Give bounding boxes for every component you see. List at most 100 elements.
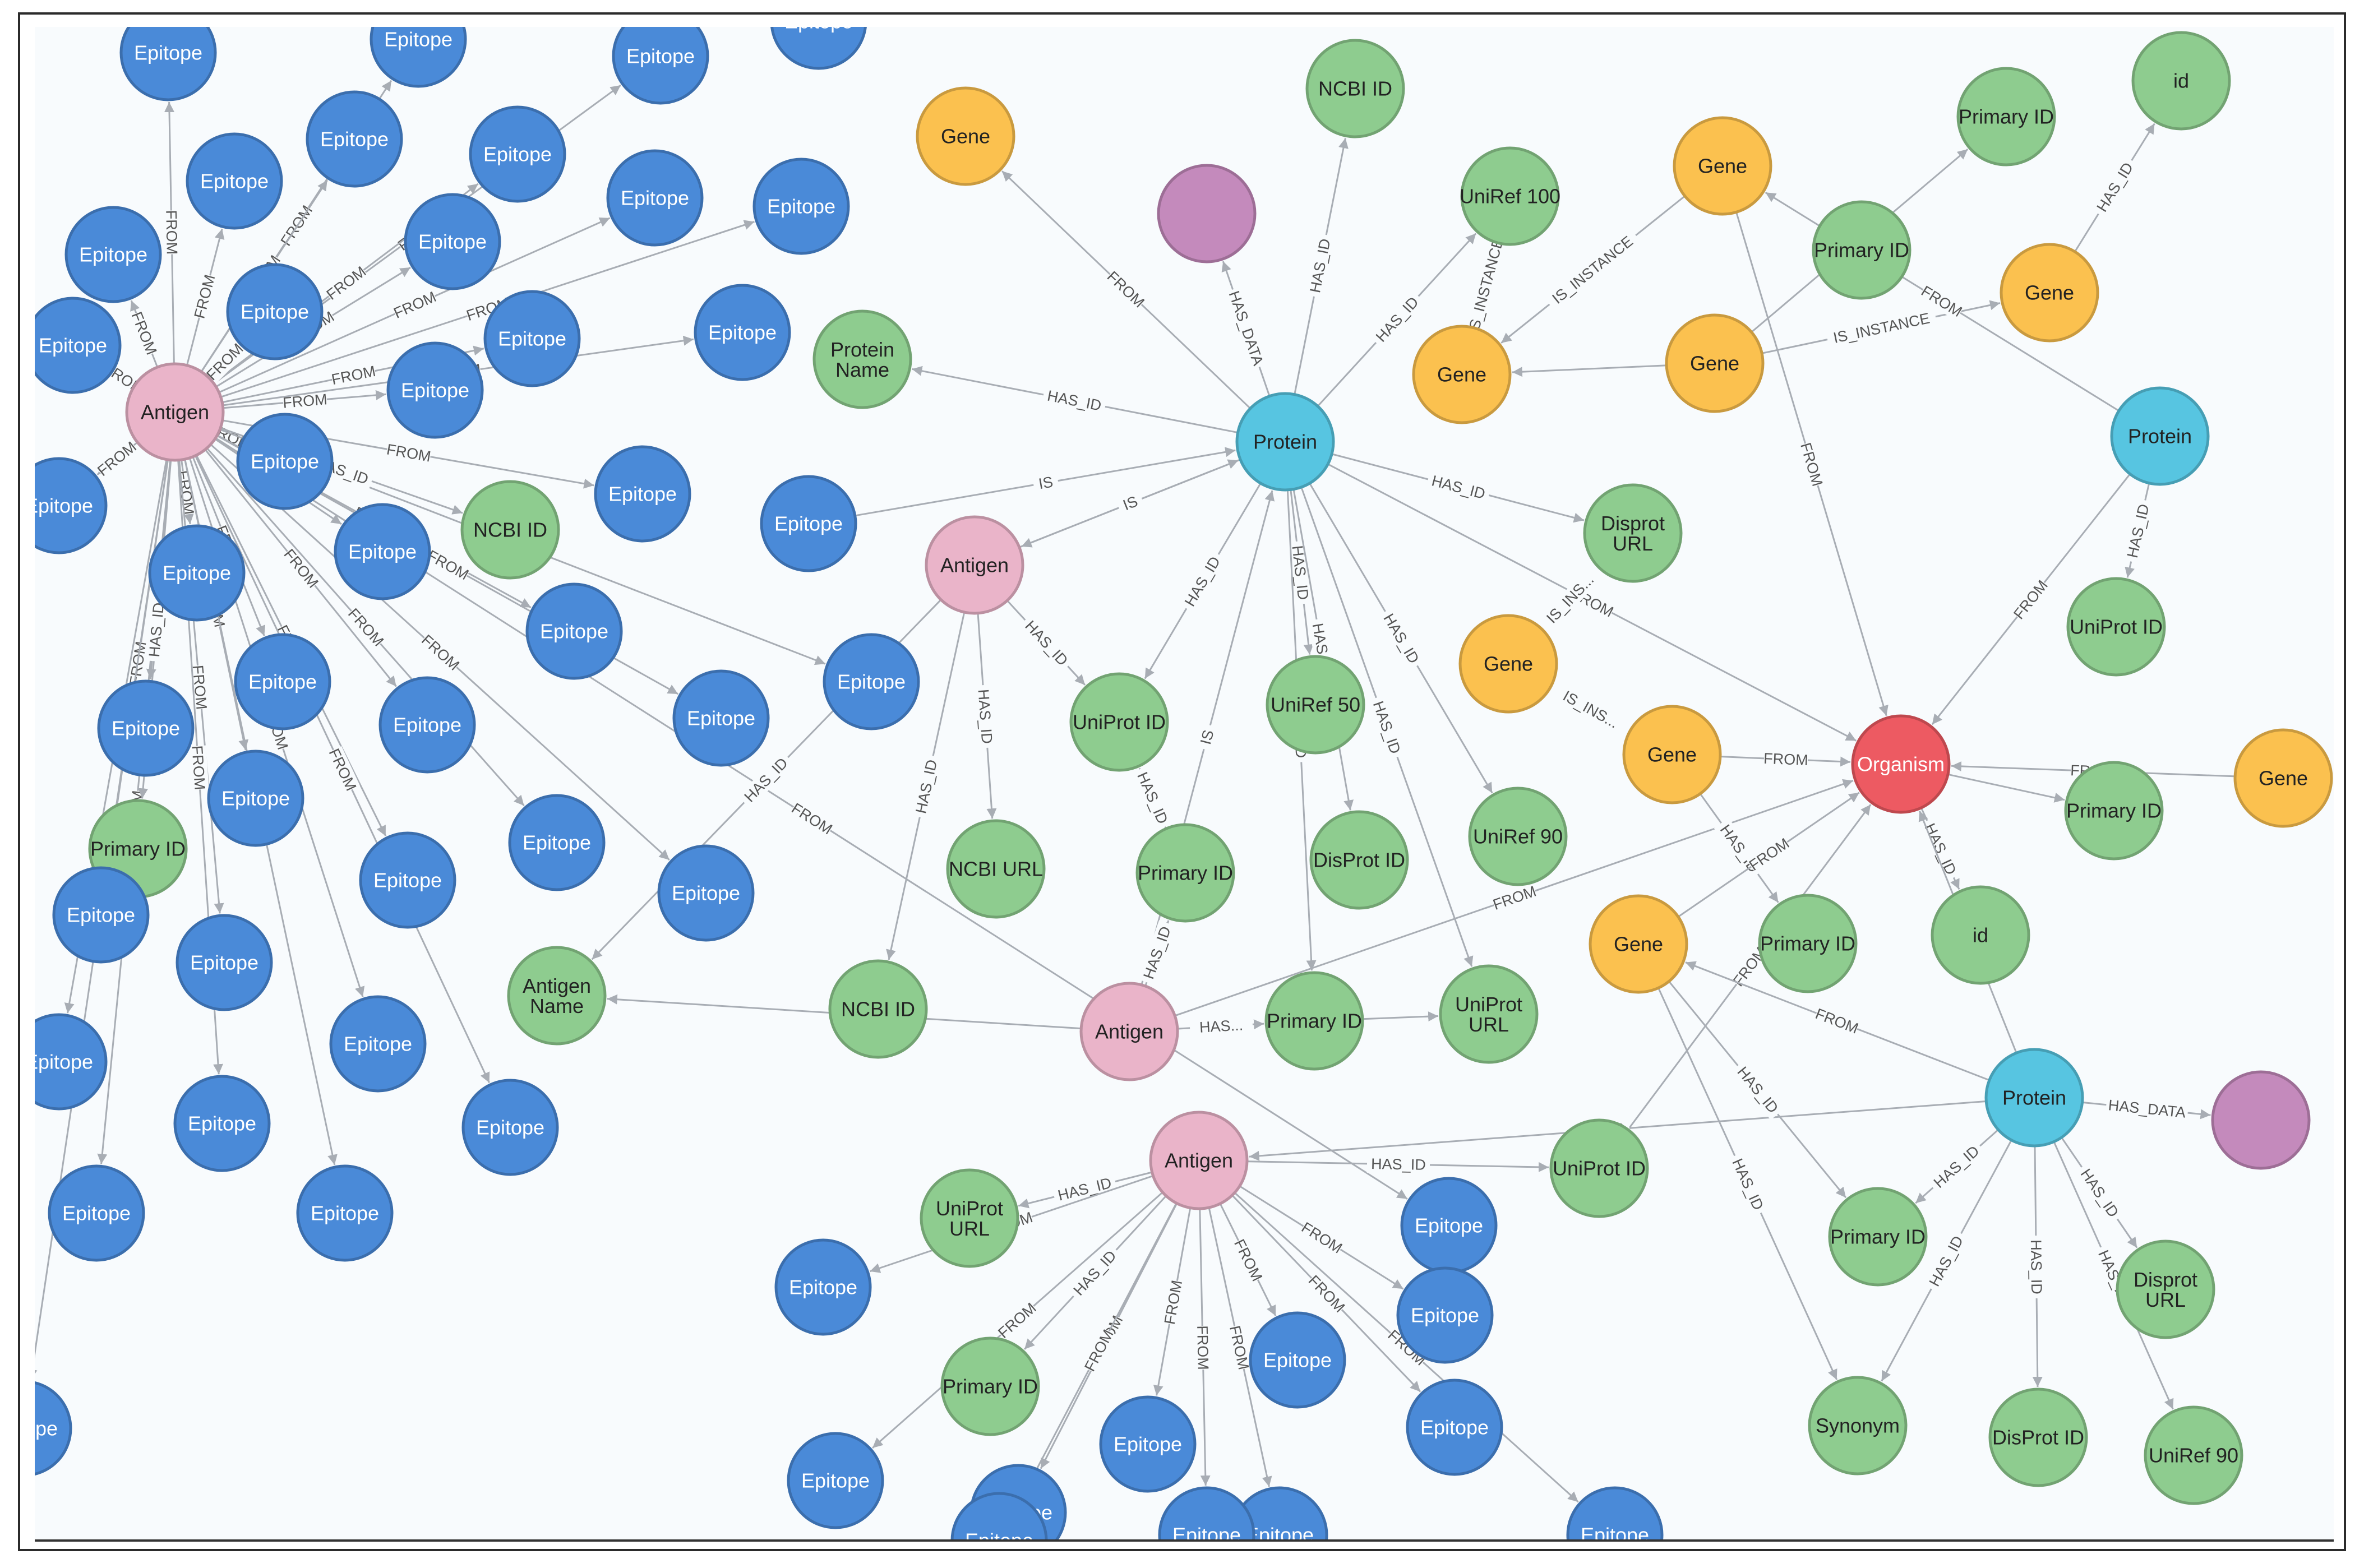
edge-ag1-e19[interactable]: FROM bbox=[94, 438, 140, 480]
node-epitope[interactable]: Epitope bbox=[752, 158, 850, 255]
node-property[interactable]: Primary ID bbox=[940, 1336, 1040, 1436]
node-epitope[interactable]: Epitope bbox=[483, 290, 581, 387]
node-epitope[interactable]: Epitope bbox=[35, 1013, 108, 1111]
node-data[interactable] bbox=[1157, 164, 1257, 263]
edge-prot1-ag2[interactable]: IS bbox=[1021, 459, 1240, 548]
edge-prot2-p_uniprotid1[interactable]: HAS_ID bbox=[2122, 484, 2154, 578]
node-epitope[interactable]: Epitope bbox=[52, 866, 150, 964]
node-property[interactable]: Primary ID bbox=[1264, 971, 1364, 1071]
node-epitope[interactable]: Epitope bbox=[612, 27, 709, 105]
edge-ag1-e5[interactable]: FROM bbox=[127, 300, 161, 367]
edge-ag4-p_uniproturl2[interactable]: HAS_ID bbox=[1018, 1172, 1152, 1209]
node-epitope[interactable]: Epitope bbox=[508, 794, 606, 891]
edge-g6-p_id1[interactable]: HAS_ID bbox=[2075, 123, 2155, 252]
node-property[interactable]: Primary ID bbox=[1758, 894, 1858, 993]
node-epitope[interactable]: Epitope bbox=[35, 297, 122, 394]
node-property[interactable]: NCBI ID bbox=[828, 959, 928, 1059]
node-gene[interactable]: Gene bbox=[2233, 728, 2333, 828]
node-protein[interactable]: Protein bbox=[1235, 392, 1335, 492]
node-property[interactable]: UniProt ID bbox=[1069, 672, 1169, 772]
node-epitope[interactable]: Epitope bbox=[35, 457, 108, 554]
edge-prot3-p_disproturl2[interactable]: HAS_ID bbox=[2061, 1137, 2138, 1248]
node-epitope[interactable]: Epitope bbox=[186, 132, 283, 230]
node-gene[interactable]: Gene bbox=[1589, 894, 1688, 994]
node-property[interactable]: Primary ID bbox=[2064, 761, 2164, 861]
node-property[interactable]: NCBI URL bbox=[946, 819, 1046, 919]
edge-prot1-p_uniprotid2[interactable]: HAS_ID bbox=[1144, 483, 1261, 679]
node-property[interactable]: UniProt ID bbox=[1549, 1118, 1649, 1218]
edge-ag4-e48[interactable]: FROM bbox=[1153, 1209, 1191, 1396]
node-epitope[interactable]: Epitope bbox=[1249, 1311, 1346, 1409]
node-data[interactable] bbox=[2211, 1070, 2311, 1170]
edge-g3-g2[interactable] bbox=[1512, 364, 1666, 377]
node-epitope[interactable]: Epitope bbox=[594, 445, 691, 543]
node-epitope[interactable]: Epitope bbox=[296, 1164, 394, 1262]
edge-ag2-p_ncbiurl[interactable]: HAS_ID bbox=[974, 614, 997, 819]
node-epitope[interactable]: Epitope bbox=[97, 679, 195, 777]
edge-org-p_id2[interactable]: HAS_ID bbox=[1919, 808, 1962, 890]
node-gene[interactable]: Gene bbox=[916, 86, 1015, 186]
node-epitope[interactable]: Epitope bbox=[606, 149, 704, 247]
node-epitope[interactable]: Epitope bbox=[173, 1075, 271, 1172]
node-epitope[interactable]: Epitope bbox=[770, 27, 867, 70]
node-epitope[interactable]: Epitope bbox=[306, 90, 403, 188]
edge-p_pid5-p_uniproturl1[interactable] bbox=[1363, 1011, 1439, 1022]
node-property[interactable]: DisProt ID bbox=[1309, 810, 1409, 910]
node-epitope[interactable]: Epitope bbox=[760, 475, 857, 572]
node-property[interactable]: DisProt ID bbox=[1988, 1387, 2088, 1487]
node-epitope[interactable]: Epitope bbox=[64, 206, 162, 303]
node-epitope[interactable]: Epitope bbox=[35, 1381, 72, 1476]
edge-ag1-e1[interactable]: FROM bbox=[162, 101, 181, 363]
node-gene[interactable]: Gene bbox=[1673, 116, 1772, 216]
node-property[interactable]: Synonym bbox=[1808, 1376, 1908, 1476]
edge-p_pid3-p_uniprotid2[interactable]: HAS_ID bbox=[1132, 765, 1174, 831]
node-gene[interactable]: Gene bbox=[1458, 614, 1558, 714]
node-property[interactable]: NCBI ID bbox=[460, 480, 560, 580]
edge-ag3-p_pid3[interactable]: HAS_ID bbox=[1138, 920, 1176, 986]
node-epitope[interactable]: Epitope bbox=[1158, 1486, 1255, 1541]
node-property[interactable]: UniProt ID bbox=[2066, 577, 2166, 677]
node-epitope[interactable]: Epitope bbox=[119, 27, 217, 101]
edge-prot3-p_disprotid2[interactable]: HAS_ID bbox=[2026, 1146, 2046, 1387]
edge-ag2-p_uniprotid2[interactable]: HAS_ID bbox=[1007, 600, 1086, 686]
node-epitope[interactable]: Epitope bbox=[469, 105, 566, 203]
edge-e20-prot1[interactable]: IS bbox=[856, 447, 1236, 516]
node-protein[interactable]: Protein bbox=[1984, 1048, 2084, 1148]
node-gene[interactable]: Gene bbox=[2000, 243, 2099, 343]
edge-ag4-p_uniprotid3[interactable]: HAS_ID bbox=[1248, 1154, 1549, 1174]
edge-ag1-p_pid6[interactable]: HAS_ID bbox=[138, 461, 172, 799]
edge-ag4-e52[interactable]: FROM bbox=[1193, 1209, 1212, 1486]
node-epitope[interactable]: Epitope bbox=[207, 750, 304, 847]
node-epitope[interactable]: Epitope bbox=[1406, 1379, 1503, 1476]
node-epitope[interactable]: Epitope bbox=[386, 341, 484, 439]
node-epitope[interactable]: Epitope bbox=[378, 676, 476, 774]
node-epitope[interactable]: Epitope bbox=[774, 1238, 872, 1336]
node-gene[interactable]: Gene bbox=[1412, 325, 1512, 424]
node-epitope[interactable]: Epitope bbox=[48, 1164, 145, 1262]
node-epitope[interactable]: Epitope bbox=[359, 831, 456, 929]
node-epitope[interactable]: Epitope bbox=[950, 1492, 1048, 1541]
node-epitope[interactable]: Epitope bbox=[404, 193, 501, 290]
node-epitope[interactable]: Epitope bbox=[672, 669, 770, 767]
edge-g7-g5[interactable]: IS_INS... bbox=[1546, 679, 1635, 740]
edge-prot3-d2[interactable]: HAS_DATA bbox=[2083, 1095, 2211, 1122]
node-protein[interactable]: Protein bbox=[2110, 386, 2210, 486]
edge-ag1-e6[interactable]: FROM bbox=[186, 228, 225, 365]
node-epitope[interactable]: Epitope bbox=[226, 263, 324, 360]
node-epitope[interactable]: Epitope bbox=[1400, 1177, 1498, 1274]
node-antigen[interactable]: Antigen bbox=[125, 362, 225, 462]
node-epitope[interactable]: Epitope bbox=[329, 995, 427, 1093]
node-epitope[interactable]: Epitope bbox=[823, 633, 920, 730]
edge-ag4-p_pid8[interactable]: HAS_ID bbox=[1023, 1196, 1166, 1350]
node-property[interactable]: Primary ID bbox=[1812, 200, 1911, 300]
edge-ag3-p_pid5[interactable]: HAS... bbox=[1178, 1015, 1264, 1037]
node-property[interactable]: UniRef 90 bbox=[2144, 1405, 2243, 1505]
node-epitope[interactable]: Epitope bbox=[176, 914, 273, 1011]
node-epitope[interactable]: Epitope bbox=[525, 582, 623, 680]
node-property[interactable]: Primary ID bbox=[1956, 67, 2056, 166]
node-antigen[interactable]: Antigen bbox=[1149, 1111, 1249, 1210]
edge-ag4-e44[interactable]: FROM bbox=[1240, 1186, 1404, 1290]
